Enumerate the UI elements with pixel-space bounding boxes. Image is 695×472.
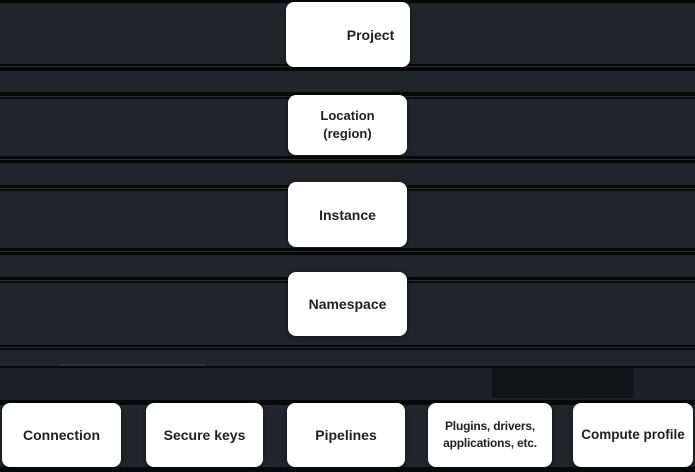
secure-keys-node: Secure keys (146, 403, 263, 467)
compute-profile-node: Compute profile (573, 403, 693, 467)
hexagon (319, 27, 333, 39)
connection-label: Connection (23, 427, 100, 443)
project-node: Project (286, 2, 410, 67)
hexagon (302, 19, 320, 35)
connector-remnant (492, 368, 634, 398)
hexagon (303, 36, 321, 52)
namespace-label: Namespace (308, 296, 387, 312)
lane-spacer (0, 350, 695, 366)
compute-profile-label: Compute profile (581, 427, 685, 442)
lane-divider (0, 159, 695, 160)
connection-node: Connection (2, 403, 121, 467)
instance-node: Instance (288, 182, 407, 247)
plugins-label: Plugins, drivers, applications, etc. (443, 419, 537, 450)
location-label: Location (region) (320, 108, 375, 141)
lane-spacer (0, 163, 695, 185)
lane-spacer (0, 255, 695, 277)
namespace-node: Namespace (288, 272, 407, 336)
plugins-node: Plugins, drivers, applications, etc. (428, 403, 552, 467)
pipelines-label: Pipelines (315, 427, 377, 443)
hexagon-cluster-icon (302, 18, 336, 52)
lane-divider (0, 347, 695, 348)
location-node: Location (region) (288, 95, 407, 155)
lane-divider (0, 251, 695, 252)
connector-remnant (60, 364, 205, 366)
lane-spacer (0, 71, 695, 92)
secure-keys-label: Secure keys (163, 427, 246, 443)
instance-label: Instance (319, 206, 376, 223)
pipelines-node: Pipelines (287, 403, 405, 467)
project-label: Project (346, 26, 395, 43)
